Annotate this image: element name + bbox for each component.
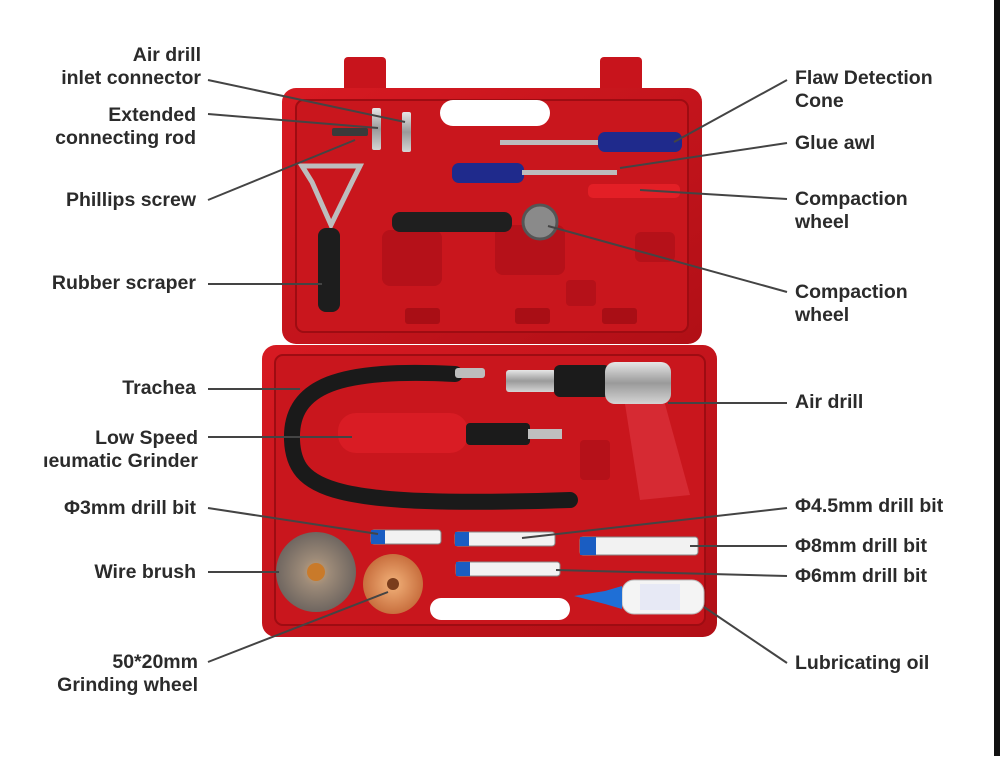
- label-line: inlet connector: [61, 67, 201, 89]
- label-line: Lubricating oil: [795, 652, 930, 674]
- label-line: Extended: [108, 104, 196, 126]
- pneumatic-grinder-tool: [338, 413, 562, 453]
- label-air-drill-inlet-connector: Air drill inlet connector: [61, 44, 201, 90]
- label-line: Wire brush: [94, 561, 196, 583]
- label-drill-bit-8mm: Φ8mm drill bit: [795, 535, 927, 558]
- connectors: [332, 108, 411, 152]
- label-line: Rubber scraper: [51, 272, 196, 294]
- grinding-wheel-tool: [363, 554, 423, 614]
- label-line: Φ8mm drill bit: [795, 535, 927, 557]
- screwdrivers: [452, 132, 682, 198]
- air-hose: [283, 364, 578, 510]
- label-glue-awl: Glue awl: [795, 132, 875, 155]
- label-drill-bit-6mm: Φ6mm drill bit: [795, 565, 927, 588]
- wire-brush-tool: [276, 532, 356, 612]
- label-line: Glue awl: [795, 132, 876, 154]
- label-low-speed-pneumatic-grinder: Low Speed ıeumatic Grinder: [43, 427, 198, 473]
- label-line: Phillips screw: [65, 189, 196, 211]
- label-grinding-wheel: 50*20mm Grinding wheel: [57, 651, 198, 697]
- label-compaction-wheel-1: Compaction wheel: [795, 188, 908, 234]
- label-line: Low Speed: [95, 427, 198, 449]
- label-line: Grinding wheel: [57, 674, 198, 696]
- label-air-drill: Air drill: [795, 391, 863, 414]
- lubricating-oil-bottle: [574, 579, 705, 615]
- label-line: Cone: [795, 90, 844, 112]
- leader-lines: [207, 79, 788, 664]
- drill-bit-boxes: [370, 529, 699, 577]
- right-edge-bar: [994, 0, 1000, 756]
- label-line: ıeumatic Grinder: [43, 450, 198, 472]
- label-line: Air drill: [132, 44, 201, 66]
- label-line: connecting rod: [55, 127, 196, 149]
- rubber-scraper-tool: [297, 163, 365, 312]
- label-line: wheel: [795, 211, 850, 233]
- compaction-wheel-tool: [392, 203, 559, 241]
- label-wire-brush: Wire brush: [94, 561, 196, 584]
- label-rubber-scraper: Rubber scraper: [52, 272, 196, 295]
- label-compaction-wheel-2: Compaction wheel: [795, 281, 908, 327]
- label-line: wheel: [795, 304, 850, 326]
- label-line: Φ6mm drill bit: [795, 565, 927, 587]
- label-flaw-detection-cone: Flaw Detection Cone: [795, 67, 933, 113]
- label-trachea: Trachea: [122, 377, 196, 400]
- label-drill-bit-3mm: Φ3mm drill bit: [64, 497, 196, 520]
- label-lubricating-oil: Lubricating oil: [795, 652, 929, 675]
- label-drill-bit-4-5mm: Φ4.5mm drill bit: [795, 495, 943, 518]
- label-line: Compaction: [795, 188, 908, 210]
- label-line: Air drill: [795, 391, 864, 413]
- label-line: Φ3mm drill bit: [64, 497, 196, 519]
- label-line: Compaction: [795, 281, 908, 303]
- air-drill-tool: [506, 362, 690, 500]
- label-line: Flaw Detection: [795, 67, 933, 89]
- label-extended-connecting-rod: Extended connecting rod: [55, 104, 196, 150]
- label-phillips-screw: Phillips screw: [66, 189, 196, 212]
- label-line: Trachea: [122, 377, 196, 399]
- label-line: 50*20mm: [112, 651, 198, 673]
- label-line: Φ4.5mm drill bit: [795, 495, 944, 517]
